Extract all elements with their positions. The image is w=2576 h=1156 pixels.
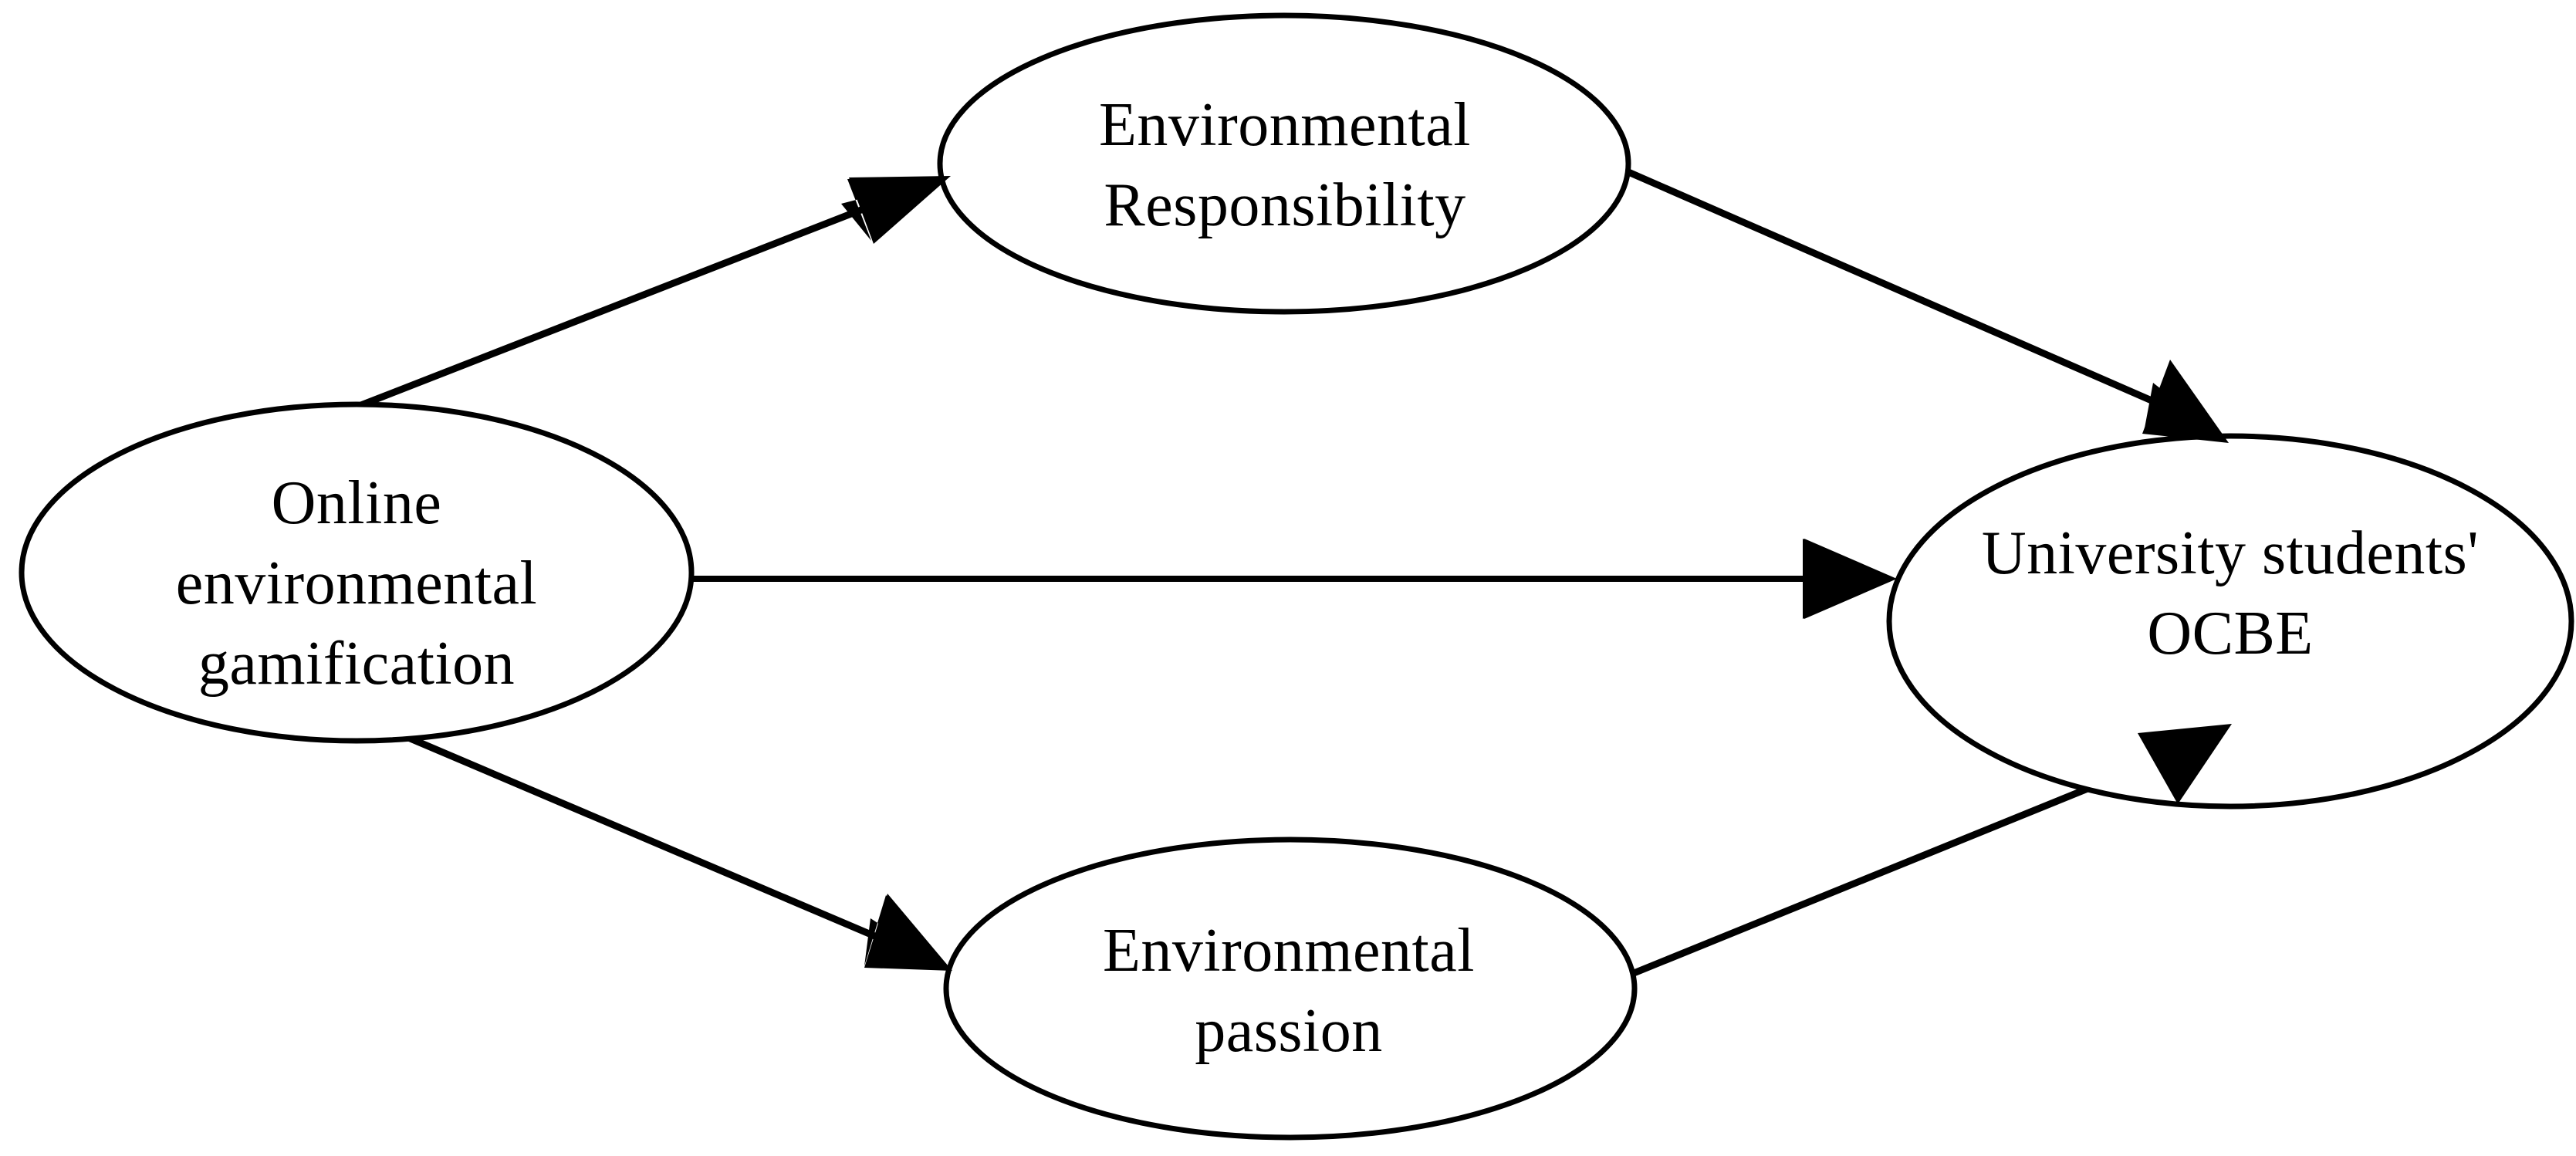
- edge-line-gamification-passion: [338, 705, 911, 955]
- edge-responsibility-to-ocbe[interactable]: [1607, 160, 2227, 441]
- edge-line-responsibility-ocbe: [1607, 160, 2190, 421]
- node-online-environmental-gamification[interactable]: [19, 401, 695, 744]
- edge-gamification-to-responsibility[interactable]: [350, 176, 948, 413]
- arrow-head-ocbe-center: [1804, 539, 1897, 619]
- node-environmental-passion[interactable]: [943, 837, 1638, 1141]
- edge-line-gamification-responsibility: [350, 185, 916, 413]
- edge-gamification-to-ocbe[interactable]: [687, 539, 1895, 619]
- arrow-head-responsibility-top: [849, 176, 951, 244]
- node-environmental-responsibility[interactable]: [937, 12, 1631, 315]
- arrow-head-passion-left: [864, 894, 952, 971]
- arrow-head-ocbe-lower: [2138, 724, 2232, 804]
- node-university-students-ocbe[interactable]: [1886, 433, 2574, 810]
- edge-gamification-to-passion[interactable]: [338, 705, 951, 971]
- arrow-head-ocbe-upper: [2142, 360, 2229, 443]
